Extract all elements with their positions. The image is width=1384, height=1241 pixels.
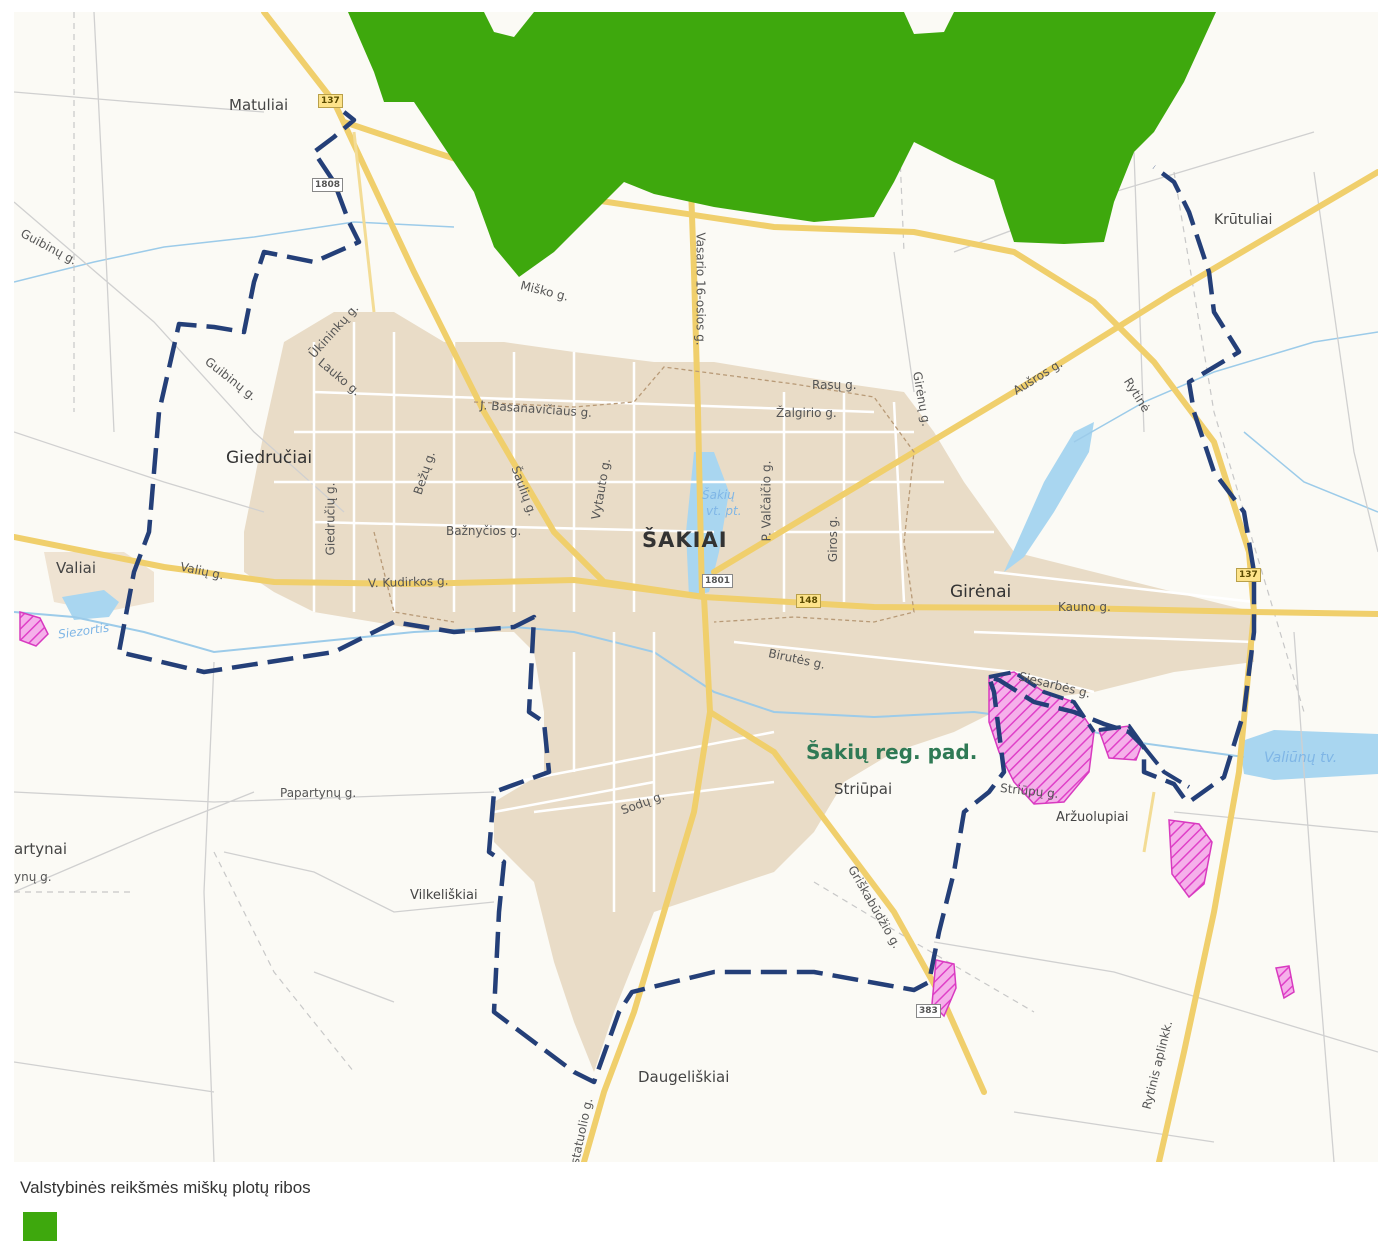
street-label: Rasų g. <box>812 378 857 392</box>
water-label-sakiu-2: vt. pt. <box>706 504 742 518</box>
map-canvas[interactable] <box>14 12 1378 1162</box>
river-east <box>1004 422 1094 572</box>
street-label: Giedručių g. <box>323 482 338 556</box>
place-label-arzuolupiai: Aržuolupiai <box>1056 810 1129 825</box>
place-label-krutuliai: Krūtuliai <box>1214 212 1273 228</box>
legend-title: Valstybinės reikšmės miškų plotų ribos <box>20 1178 311 1197</box>
road-shield-148: 148 <box>796 594 821 608</box>
protected-areas[interactable] <box>19 610 1295 1018</box>
map-view[interactable]: Matuliai Krūtuliai Giedručiai Valiai Gir… <box>14 12 1378 1162</box>
street-label: Papartynų g. <box>280 786 357 800</box>
street-label: Vasario 16-osios g. <box>693 232 708 346</box>
road-shield-1801: 1801 <box>702 574 734 588</box>
place-label-striupai: Striūpai <box>834 780 893 798</box>
street-label: Bažnyčios g. <box>446 524 522 538</box>
place-label-girenai: Girėnai <box>950 582 1012 602</box>
town-core-outline <box>373 366 915 623</box>
street-label: Giros g. <box>826 515 841 563</box>
valiai-pond <box>62 590 119 620</box>
road-shield-137: 137 <box>1236 568 1261 582</box>
street-label: P. Valčaičio g. <box>759 460 774 542</box>
place-label-vilkeliskiai: Vilkeliškiai <box>410 888 478 903</box>
road-shield-1808: 1808 <box>312 178 344 192</box>
secondary-roads <box>352 131 1156 853</box>
road-shield-383: 383 <box>916 1004 941 1018</box>
place-label-artynai: artynai <box>14 840 67 858</box>
water-label-valiuniu: Valiūnų tv. <box>1264 750 1338 766</box>
forest-clearings <box>484 12 954 37</box>
street-label: Kauno g. <box>1058 600 1111 614</box>
boundary-line[interactable] <box>116 110 1257 1085</box>
river-line-2 <box>14 221 1378 513</box>
street-label: Žalgirio g. <box>776 406 837 420</box>
water-label-sakiu: Šakių <box>702 488 735 502</box>
main-roads <box>14 12 1378 1162</box>
road-shield-137: 137 <box>318 94 343 108</box>
forest-area[interactable] <box>348 12 1216 277</box>
legend-swatch-icon <box>23 1212 57 1241</box>
place-label-matuliai: Matuliai <box>229 96 289 114</box>
street-label: V. Kudirkos g. <box>367 573 449 591</box>
minor-roads-dashed <box>14 12 1305 1073</box>
valiuniu-pond <box>1239 730 1378 780</box>
place-label-valiai: Valiai <box>56 559 96 577</box>
city-label-sakiai: ŠAKIAI <box>642 528 728 552</box>
place-label-giedruciai: Giedručiai <box>226 448 313 468</box>
boundary-line-inner <box>988 669 1191 789</box>
reserve-label: Šakių reg. pad. <box>806 740 978 764</box>
urban-area <box>244 312 1254 1072</box>
place-label-daugeliskiai: Daugeliškiai <box>638 1068 730 1086</box>
street-label: ynų g. <box>14 870 52 884</box>
